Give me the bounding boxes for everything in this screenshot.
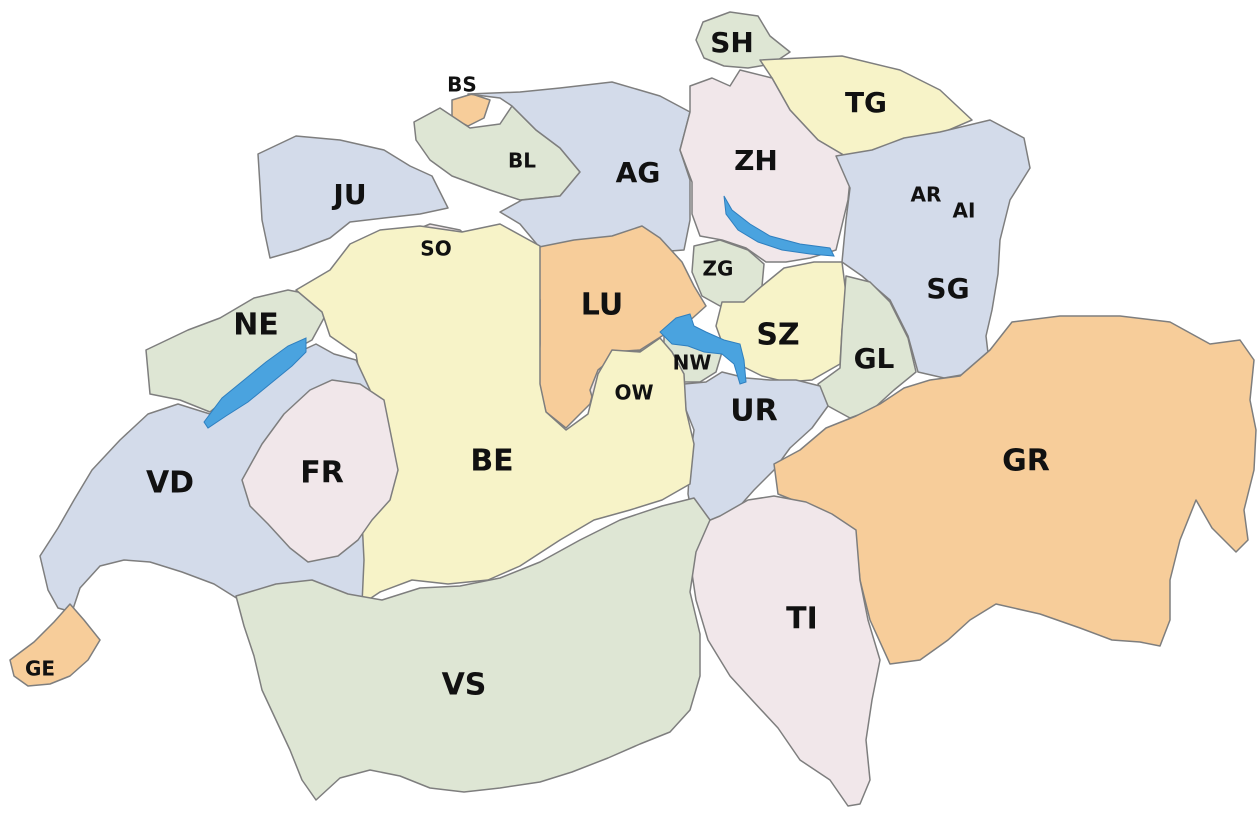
canton-label-sz: SZ [756,318,799,353]
canton-label-zh: ZH [734,144,778,177]
canton-label-ti: TI [786,602,818,637]
canton-label-fr: FR [300,456,344,491]
canton-label-lu: LU [581,288,623,323]
canton-zh-region[interactable] [679,69,853,263]
labels-layer: SH BS TG BL AG ZH JU AR AI SO ZG LU SG NE SZ NW GL OW UR GR… [25,26,1050,703]
canton-label-ne: NE [233,308,279,343]
canton-label-gr: GR [1002,444,1050,479]
canton-label-nw: NW [673,351,712,375]
lake-lucerne-icon [659,313,747,385]
canton-label-tg: TG [845,86,887,119]
canton-label-gl: GL [854,342,895,375]
canton-fr-region[interactable] [241,379,399,563]
canton-label-ag: AG [616,156,661,189]
canton-label-bs: BS [447,73,477,97]
canton-sg-region[interactable] [835,119,1031,379]
lakes-layer [203,195,835,429]
canton-ju-region[interactable] [257,135,449,259]
canton-label-ju: JU [331,178,366,211]
canton-label-sh: SH [710,26,754,59]
lake-neuchatel-icon [203,337,307,429]
canton-gr-region[interactable] [773,315,1257,665]
cantons-layer [9,11,1257,807]
canton-label-ur: UR [730,394,777,429]
canton-label-bl: BL [508,149,536,173]
canton-ne-region[interactable] [145,289,325,413]
canton-ge-region[interactable] [9,603,101,687]
lake-zurich-icon [723,195,835,257]
canton-label-ow: OW [614,381,653,405]
canton-label-zg: ZG [703,257,734,281]
canton-label-ge: GE [25,657,55,681]
canton-label-be: BE [470,444,513,479]
canton-label-ar: AR [911,183,942,207]
canton-vs-region[interactable] [235,497,711,801]
canton-ti-region[interactable] [685,495,881,807]
canton-label-vs: VS [442,668,487,703]
canton-label-vd: VD [146,466,194,501]
canton-label-sg: SG [926,272,969,305]
canton-label-ai: AI [953,199,976,223]
canton-label-so: SO [420,237,451,261]
